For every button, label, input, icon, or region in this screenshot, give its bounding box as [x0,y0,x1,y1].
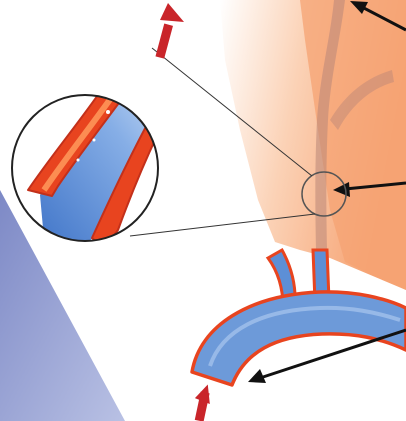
inset-highlight-dot [93,139,96,142]
inset-clot [113,66,162,108]
outflow-arrow [155,3,184,59]
inset-highlight-dot [77,159,80,162]
inset-clot-blob [141,73,155,87]
inset-highlight-dot [106,110,110,114]
inflow-arrow [195,382,216,421]
arch-vessel [192,292,406,385]
inset-highlight-dot [118,98,122,102]
magnified-inset [12,55,190,254]
inset-clot-blob [123,87,141,105]
